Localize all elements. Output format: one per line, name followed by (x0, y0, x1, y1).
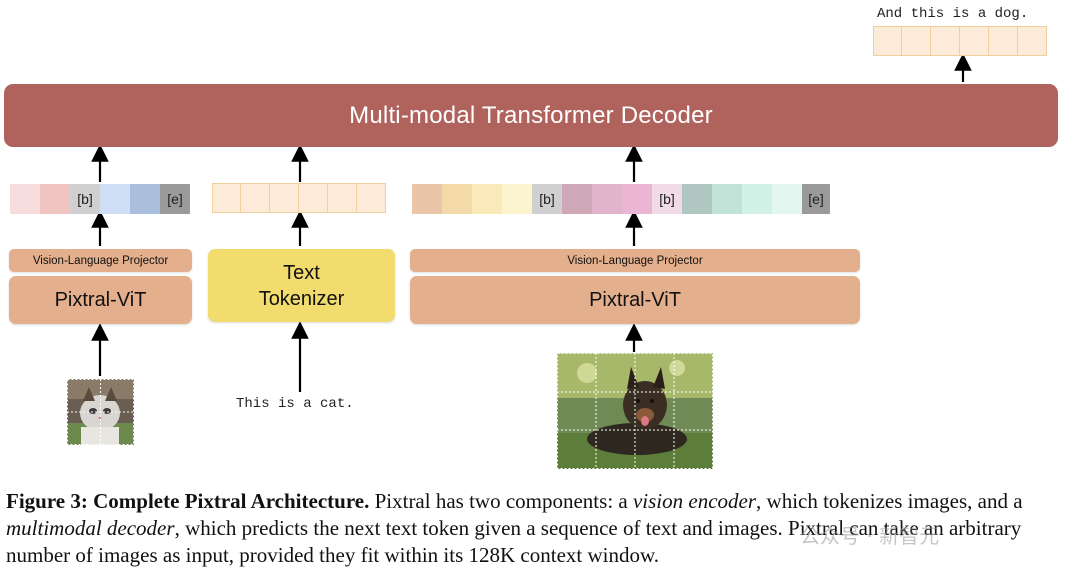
token (442, 184, 472, 214)
caption-term-multimodal-decoder: multimodal decoder (6, 516, 175, 540)
token (10, 184, 40, 214)
token (299, 183, 328, 213)
begin-image-token: [b] (532, 184, 562, 214)
caption-text-3: , which predicts the next text token giv… (6, 516, 1022, 567)
caption-text-2: , which tokenizes images, and a (756, 489, 1023, 513)
end-image-token: [e] (802, 184, 830, 214)
text-input-example: This is a cat. (236, 396, 354, 412)
output-text: And this is a dog. (877, 6, 1029, 22)
token (562, 184, 592, 214)
tokenizer-label-line1: Text (283, 261, 320, 284)
token (772, 184, 802, 214)
right-vision-language-projector: Vision-Language Projector (410, 249, 860, 272)
token (873, 26, 902, 56)
token (931, 26, 960, 56)
token (742, 184, 772, 214)
left-token-row: [b] [e] (10, 184, 190, 214)
token (622, 184, 652, 214)
token (902, 26, 931, 56)
figure-label: Figure 3: (6, 489, 88, 513)
watermark: 公众号 · 新智元 (800, 524, 940, 548)
end-image-token: [e] (160, 184, 190, 214)
text-token-row (212, 183, 386, 213)
token (1018, 26, 1047, 56)
caption-term-vision-encoder: vision encoder (632, 489, 757, 513)
vit-label: Pixtral-ViT (589, 288, 681, 311)
token (502, 184, 532, 214)
token (40, 184, 70, 214)
token (100, 184, 130, 214)
token (682, 184, 712, 214)
token (270, 183, 299, 213)
projector-label: Vision-Language Projector (32, 254, 169, 267)
arrows (91, 53, 972, 392)
cat-image (67, 379, 134, 445)
begin-image-token: [b] (652, 184, 682, 214)
token (472, 184, 502, 214)
left-vision-language-projector: Vision-Language Projector (9, 249, 192, 272)
vit-label: Pixtral-ViT (54, 288, 147, 311)
token (241, 183, 270, 213)
multimodal-decoder-block: Multi-modal Transformer Decoder (4, 84, 1058, 147)
token (712, 184, 742, 214)
projector-label: Vision-Language Projector (567, 254, 703, 267)
figure-title: Complete Pixtral Architecture. (93, 489, 370, 513)
begin-image-token: [b] (70, 184, 100, 214)
token (592, 184, 622, 214)
dog-image (557, 353, 713, 469)
decoder-label: Multi-modal Transformer Decoder (349, 101, 713, 129)
tokenizer-label-line2: Tokenizer (258, 287, 345, 310)
text-tokenizer-block: Text Tokenizer (208, 249, 395, 322)
token (130, 184, 160, 214)
token (960, 26, 989, 56)
right-pixtral-vit-block: Pixtral-ViT (410, 276, 860, 324)
figure-caption: Figure 3: Complete Pixtral Architecture.… (6, 488, 1076, 569)
left-pixtral-vit-block: Pixtral-ViT (9, 276, 192, 324)
token (212, 183, 241, 213)
caption-text-1: Pixtral has two components: a (369, 489, 633, 513)
token (328, 183, 357, 213)
output-token-row (873, 26, 1047, 56)
token (412, 184, 442, 214)
right-token-row: [b] [b] [e] (412, 184, 830, 214)
token (989, 26, 1018, 56)
token (357, 183, 386, 213)
